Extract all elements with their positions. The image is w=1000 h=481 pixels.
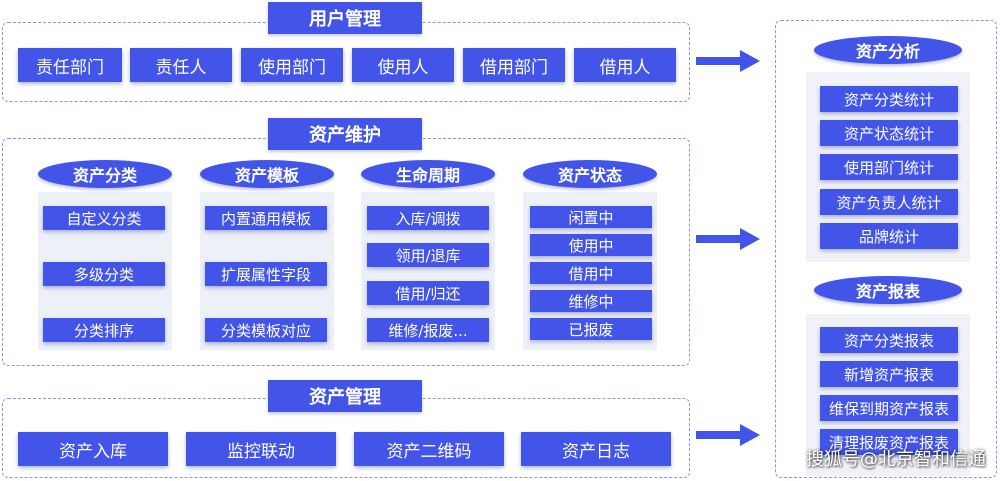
user-mgmt-item[interactable]: 使用部门: [241, 48, 343, 82]
asset-mgmt-item[interactable]: 资产二维码: [354, 432, 504, 466]
category-pill: 资产分类: [38, 160, 172, 188]
arrow-right-icon: [696, 50, 760, 72]
template-item[interactable]: 扩展属性字段: [205, 262, 327, 286]
template-item[interactable]: 分类模板对应: [205, 318, 327, 342]
asset-mgmt-title: 资产管理: [268, 380, 422, 412]
category-item[interactable]: 分类排序: [43, 318, 165, 342]
reports-item[interactable]: 维保到期资产报表: [820, 395, 958, 421]
watermark-text: 搜狐号@北京智和信通: [806, 449, 986, 470]
lifecycle-item[interactable]: 入库/调拨: [367, 206, 489, 230]
reports-item[interactable]: 新增资产报表: [820, 361, 958, 387]
analysis-item[interactable]: 使用部门统计: [820, 154, 958, 180]
category-item[interactable]: 自定义分类: [43, 206, 165, 230]
arrow-right-icon: [696, 424, 760, 446]
category-item[interactable]: 多级分类: [43, 262, 165, 286]
analysis-item[interactable]: 品牌统计: [820, 223, 958, 249]
reports-item[interactable]: 资产分类报表: [820, 327, 958, 353]
status-pill: 资产状态: [523, 160, 657, 188]
status-item[interactable]: 维修中: [530, 290, 652, 312]
analysis-item[interactable]: 资产分类统计: [820, 86, 958, 112]
user-mgmt-item[interactable]: 借用部门: [463, 48, 565, 82]
status-item[interactable]: 借用中: [530, 262, 652, 284]
asset-mgmt-item[interactable]: 资产入库: [18, 432, 168, 466]
reports-pill: 资产报表: [814, 276, 962, 304]
arrow-right-icon: [696, 228, 760, 250]
user-mgmt-title: 用户管理: [268, 2, 422, 34]
user-mgmt-item[interactable]: 使用人: [352, 48, 454, 82]
lifecycle-item[interactable]: 领用/退库: [367, 243, 489, 267]
lifecycle-pill: 生命周期: [361, 160, 495, 188]
reports-item[interactable]: 清理报废资产报表: [820, 429, 958, 455]
asset-mgmt-item[interactable]: 资产日志: [521, 432, 671, 466]
asset-maint-title: 资产维护: [268, 118, 422, 150]
analysis-item[interactable]: 资产状态统计: [820, 120, 958, 146]
template-item[interactable]: 内置通用模板: [205, 206, 327, 230]
asset-mgmt-item[interactable]: 监控联动: [186, 432, 336, 466]
analysis-pill: 资产分析: [814, 36, 962, 64]
status-item[interactable]: 闲置中: [530, 206, 652, 228]
user-mgmt-item[interactable]: 责任人: [130, 48, 232, 82]
status-item[interactable]: 使用中: [530, 234, 652, 256]
lifecycle-item[interactable]: 维修/报废...: [367, 318, 489, 342]
template-pill: 资产模板: [200, 160, 334, 188]
analysis-item[interactable]: 资产负责人统计: [820, 189, 958, 215]
user-mgmt-item[interactable]: 借用人: [574, 48, 676, 82]
user-mgmt-item[interactable]: 责任部门: [18, 48, 122, 82]
lifecycle-item[interactable]: 借用/归还: [367, 281, 489, 305]
status-item[interactable]: 已报废: [530, 318, 652, 340]
